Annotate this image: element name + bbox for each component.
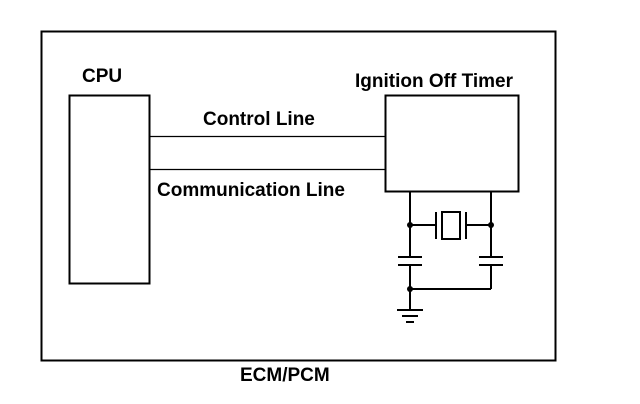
control-line-label: Control Line [203,109,315,130]
junction-dot [407,222,413,228]
cpu-block [68,94,151,285]
ground-icon [397,309,423,323]
module-label: ECM/PCM [240,365,330,386]
communication-line-label: Communication Line [157,180,345,201]
crystal-oscillator-circuit [397,192,503,323]
module-box [40,30,557,362]
timer-label: Ignition Off Timer [355,71,513,92]
junction-dots [407,222,494,292]
junction-dot [407,286,413,292]
crystal-body [441,211,461,240]
cpu-label: CPU [82,66,123,87]
junction-dot [488,222,494,228]
timer-block [384,94,520,193]
